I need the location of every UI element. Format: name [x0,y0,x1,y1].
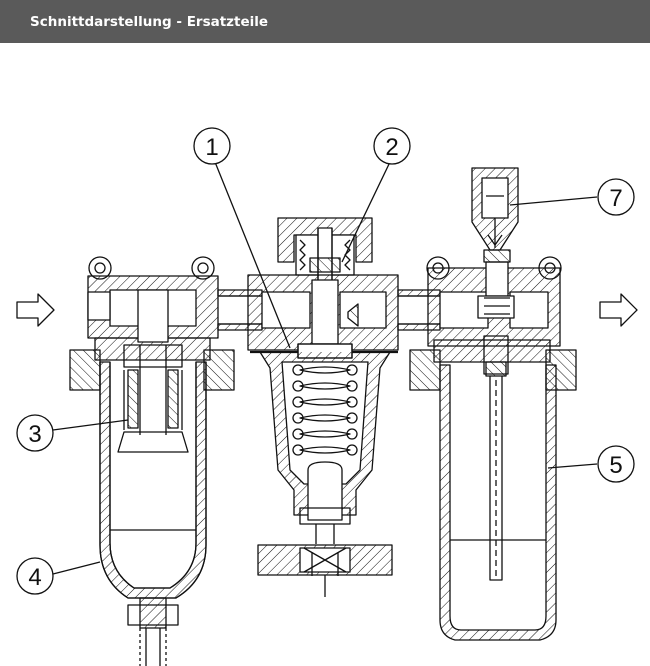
callout-label-7: 7 [609,185,622,212]
callout-label-4: 4 [28,564,41,591]
outlet-arrow-icon [599,293,638,327]
regulator-spring [292,364,358,456]
lubricator-unit [409,167,577,641]
callout-2 [373,127,411,165]
callout-3 [16,414,54,452]
header-bar: Schnittdarstellung - Ersatzteile [0,0,650,43]
leader-lines [52,161,598,575]
callout-5 [597,445,635,483]
callout-label-3: 3 [28,421,41,448]
filter-unit [69,256,235,666]
regulator-unit [247,217,399,597]
callout-1 [193,127,231,165]
page-title: Schnittdarstellung - Ersatzteile [30,13,269,30]
callout-label-1: 1 [205,134,218,161]
callout-label-5: 5 [609,452,622,479]
callout-7 [597,178,635,216]
inlet-arrow-icon [16,293,55,327]
cross-section-drawing: 1 2 3 4 5 7 [16,127,638,666]
callout-label-2: 2 [385,134,398,161]
callout-4 [16,557,54,595]
